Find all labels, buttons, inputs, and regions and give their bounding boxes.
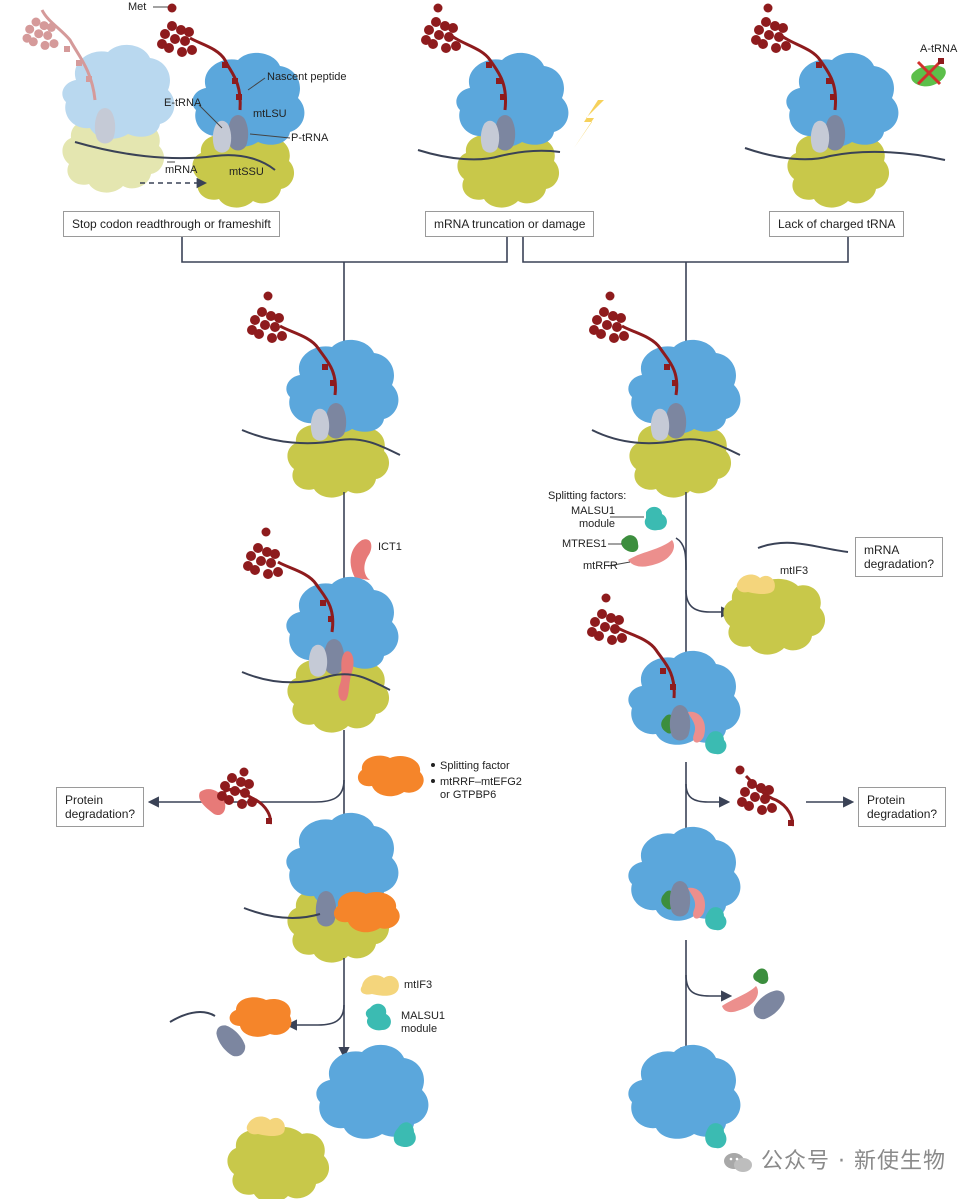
mtres1-factor: [621, 535, 639, 552]
ribosome-left-split: [286, 812, 400, 963]
mrna-label: mRNA: [165, 164, 198, 176]
mtrfr-label: mtRFR: [583, 560, 618, 572]
ribosome-right-factors: [587, 593, 741, 755]
released-splitting-factor: [229, 997, 292, 1037]
met-label: Met: [128, 1, 147, 13]
mrna-strand-3: [744, 147, 946, 161]
watermark: 公众号 · 新使生物: [723, 1143, 946, 1175]
a-trna-label: A-tRNA: [920, 43, 958, 55]
released-peptide-right: [735, 765, 794, 827]
mrna-strand-2: [417, 149, 561, 161]
mtrrf-mtefg2-label: mtRRF–mtEFG2: [440, 776, 522, 788]
mtif3-label-left: mtIF3: [404, 979, 433, 991]
splitting-factor: [357, 755, 424, 797]
mrna-degrading: [757, 541, 849, 553]
released-factors-right: [722, 968, 790, 1024]
lack-charged-trna-box: Lack of charged tRNA: [769, 211, 905, 237]
ribosome-readthrough: [157, 3, 305, 208]
ribosome-truncation: [421, 3, 569, 208]
malsu1-module-label-left: MALSU1 module: [401, 1010, 446, 1035]
nascent-peptide-label: Nascent peptide: [267, 71, 347, 83]
mrna-strand-1: [74, 141, 276, 171]
protein-degradation-left-box: Protein degradation?: [56, 787, 145, 827]
mtif3-label-right: mtIF3: [780, 565, 809, 577]
mrna-degradation-box: mRNA degradation?: [855, 537, 944, 577]
e-trna-label: E-tRNA: [164, 97, 202, 109]
gtpbp6-label: or GTPBP6: [440, 789, 497, 801]
mtres1-label: MTRES1: [562, 538, 607, 550]
splitting-factors-label: Splitting factors:: [548, 490, 627, 502]
mtlsu-label: mtLSU: [253, 108, 287, 120]
malsu1-module-label-right: MALSU1 module: [571, 505, 616, 530]
watermark-text: 公众号 · 新使生物: [761, 1149, 946, 1174]
ribosome-left-ict1: [243, 527, 399, 733]
mtrfr-factor: [628, 540, 675, 567]
ribosome-right-stalled: [589, 291, 741, 498]
stop-codon-readthrough-box: Stop codon readthrough or frameshift: [63, 211, 280, 237]
malsu1-module-right: [644, 506, 667, 531]
ribosome-left-final-lsu: [316, 1044, 429, 1148]
malsu1-module-left: [365, 1003, 391, 1031]
mtif3-factor-left: [360, 975, 399, 996]
damage-lightning-icon: [574, 100, 604, 148]
a-trna-missing-icon: [911, 58, 946, 87]
ribosome-left-stalled: [247, 291, 399, 498]
mrna-truncation-box: mRNA truncation or damage: [425, 211, 595, 237]
mtssu-label: mtSSU: [229, 166, 264, 178]
p-trna-label: P-tRNA: [291, 132, 329, 144]
ribosome-right-final-lsu: [628, 1044, 741, 1149]
wechat-icon: [724, 1153, 753, 1172]
ssu-left-final: [227, 1116, 330, 1199]
protein-degradation-right-box: Protein degradation?: [858, 787, 947, 827]
ict1-label: ICT1: [378, 541, 402, 553]
ribosome-lack-trna: [751, 3, 899, 208]
ict1-factor: [350, 539, 372, 580]
splitting-factor-label: Splitting factor: [440, 760, 510, 772]
ssu-right-mtif3: [723, 574, 826, 655]
released-peptide-left: [199, 767, 272, 825]
ribosome-readthrough-faded: [22, 9, 175, 193]
ribosome-right-no-peptide: [628, 826, 741, 931]
